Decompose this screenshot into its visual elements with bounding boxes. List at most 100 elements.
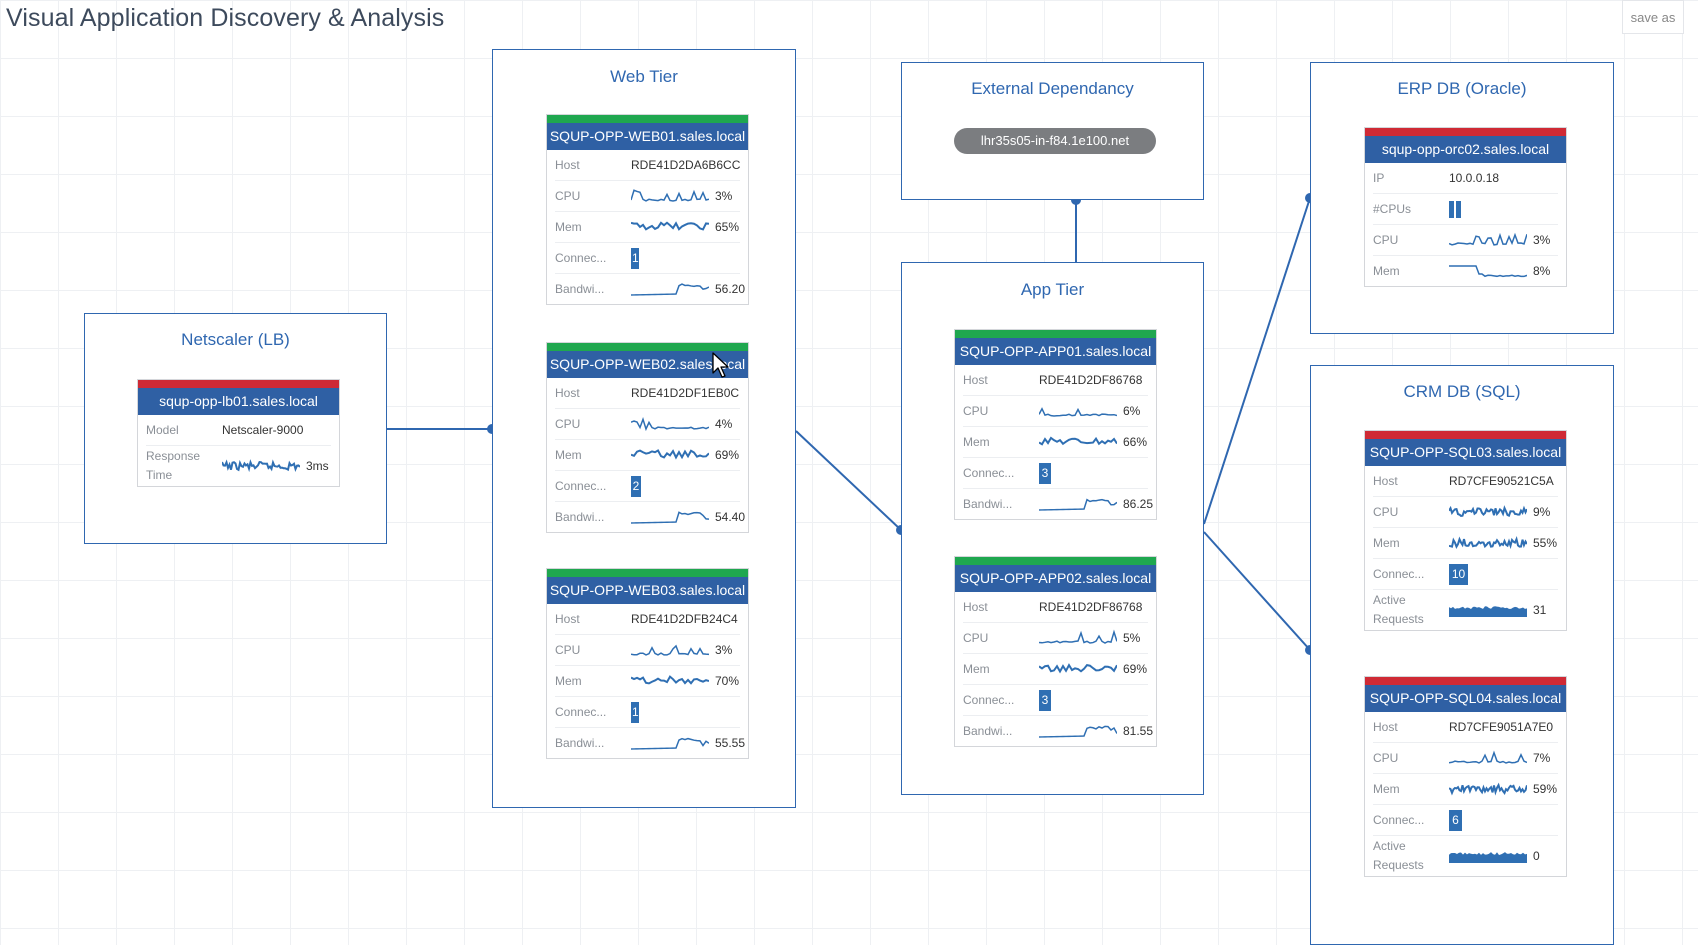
save-as-button[interactable]: save as bbox=[1622, 0, 1684, 34]
metric-label: Model bbox=[146, 423, 179, 437]
metric-label: Connec... bbox=[555, 479, 607, 493]
metric-label: CPU bbox=[555, 189, 581, 203]
cpu-sparkline bbox=[1039, 407, 1117, 417]
mem-sparkline bbox=[1449, 265, 1527, 278]
status-indicator bbox=[547, 569, 748, 577]
metric-label: Host bbox=[963, 373, 988, 387]
connections-bar: 1 bbox=[631, 701, 639, 723]
metric-label: Connec... bbox=[555, 251, 607, 265]
group-netscaler[interactable]: Netscaler (LB) squp-opp-lb01.sales.local… bbox=[84, 313, 387, 544]
host-value: RDE41D2DF1EB0C bbox=[631, 386, 740, 400]
group-web-tier[interactable]: Web Tier SQUP-OPP-WEB01.sales.local Host… bbox=[492, 49, 796, 808]
server-name[interactable]: SQUP-OPP-WEB03.sales.local bbox=[547, 577, 748, 604]
server-name[interactable]: SQUP-OPP-SQL03.sales.local bbox=[1365, 439, 1566, 466]
cpu-value: 3% bbox=[1533, 233, 1551, 247]
server-name[interactable]: SQUP-OPP-SQL04.sales.local bbox=[1365, 685, 1566, 712]
connections-bar: 1 bbox=[631, 247, 639, 269]
mem-sparkline bbox=[631, 675, 709, 685]
bandwidth-value: 86.25 bbox=[1123, 497, 1154, 511]
cpu-value: 3% bbox=[715, 189, 733, 203]
cpu-sparkline bbox=[1449, 505, 1527, 517]
response-time-value: 3ms bbox=[306, 459, 329, 473]
metric-row-bandwidth: Bandwi...81.55 bbox=[963, 716, 1153, 746]
cpu-sparkline bbox=[631, 644, 709, 656]
metric-row-bandwidth: Bandwi...56.20 bbox=[555, 274, 745, 304]
mem-value: 55% bbox=[1533, 536, 1558, 550]
mem-sparkline bbox=[1449, 536, 1527, 550]
mouse-cursor-icon bbox=[712, 352, 729, 378]
external-host-pill[interactable]: lhr35s05-in-f84.1e100.net bbox=[954, 128, 1156, 154]
group-title: Netscaler (LB) bbox=[181, 330, 290, 349]
bandwidth-sparkline bbox=[631, 737, 709, 750]
cpu-value: 4% bbox=[715, 417, 733, 431]
mem-value: 65% bbox=[715, 220, 740, 234]
metric-row-connections: Connec...3 bbox=[963, 458, 1148, 489]
server-name[interactable]: SQUP-OPP-APP01.sales.local bbox=[955, 338, 1156, 365]
server-name[interactable]: SQUP-OPP-WEB01.sales.local bbox=[547, 123, 748, 150]
ip-value: 10.0.0.18 bbox=[1449, 171, 1500, 185]
mem-sparkline bbox=[631, 449, 709, 460]
metric-label: Host bbox=[1373, 720, 1398, 734]
metric-label: Bandwi... bbox=[555, 736, 605, 750]
active-requests-value: 31 bbox=[1533, 603, 1547, 617]
metric-label: CPU bbox=[555, 643, 581, 657]
metric-label: Mem bbox=[555, 674, 582, 688]
status-indicator bbox=[547, 115, 748, 123]
metric-label: Connec... bbox=[963, 693, 1015, 707]
metric-row-connections: Connec...1 bbox=[555, 697, 740, 728]
cpu-sparkline bbox=[1449, 750, 1527, 764]
cpu-sparkline bbox=[1449, 232, 1527, 246]
metric-label: Bandwi... bbox=[555, 282, 605, 296]
metric-label: CPU bbox=[1373, 505, 1399, 519]
metric-row-connections: Connec...3 bbox=[963, 685, 1148, 716]
bandwidth-value: 81.55 bbox=[1123, 724, 1154, 738]
link-app-crm bbox=[1203, 531, 1311, 651]
host-value: RDE41D2DA6B6CC bbox=[631, 158, 741, 172]
group-crm-db[interactable]: CRM DB (SQL) SQUP-OPP-SQL03.sales.local … bbox=[1310, 365, 1614, 945]
mem-value: 69% bbox=[1123, 662, 1148, 676]
status-indicator bbox=[1365, 677, 1566, 685]
server-name[interactable]: SQUP-OPP-APP02.sales.local bbox=[955, 565, 1156, 592]
group-title: CRM DB (SQL) bbox=[1403, 382, 1521, 401]
metric-row-cpu: CPU 3% bbox=[1373, 225, 1558, 256]
metric-label: Response Time bbox=[146, 449, 201, 482]
mem-value: 69% bbox=[715, 448, 740, 462]
metric-row-connections: Connec... 1 bbox=[555, 243, 740, 274]
server-card-lb01[interactable]: squp-opp-lb01.sales.local Model Netscale… bbox=[137, 379, 340, 487]
metric-row-bandwidth: Bandwi...55.55 bbox=[555, 728, 745, 758]
metric-label: Mem bbox=[1373, 782, 1400, 796]
host-value: RDE41D2DFB24C4 bbox=[631, 612, 738, 626]
group-app-tier[interactable]: App Tier SQUP-OPP-APP01.sales.local Host… bbox=[901, 262, 1204, 795]
server-name[interactable]: squp-opp-lb01.sales.local bbox=[138, 388, 339, 415]
metric-row-model: Model Netscaler-9000 bbox=[146, 415, 331, 446]
server-name[interactable]: squp-opp-orc02.sales.local bbox=[1365, 136, 1566, 163]
metric-label: #CPUs bbox=[1373, 202, 1412, 216]
metric-label: Mem bbox=[555, 220, 582, 234]
status-indicator bbox=[138, 380, 339, 388]
group-external-dependency[interactable]: External Dependancy lhr35s05-in-f84.1e10… bbox=[901, 62, 1204, 200]
metric-label: Bandwi... bbox=[963, 497, 1013, 511]
metric-label: CPU bbox=[555, 417, 581, 431]
group-title: ERP DB (Oracle) bbox=[1397, 79, 1527, 98]
metric-label: CPU bbox=[1373, 233, 1399, 247]
link-app-erp bbox=[1203, 197, 1311, 525]
group-erp-db[interactable]: ERP DB (Oracle) squp-opp-orc02.sales.loc… bbox=[1310, 62, 1614, 334]
host-value: RDE41D2DF86768 bbox=[1039, 600, 1143, 614]
